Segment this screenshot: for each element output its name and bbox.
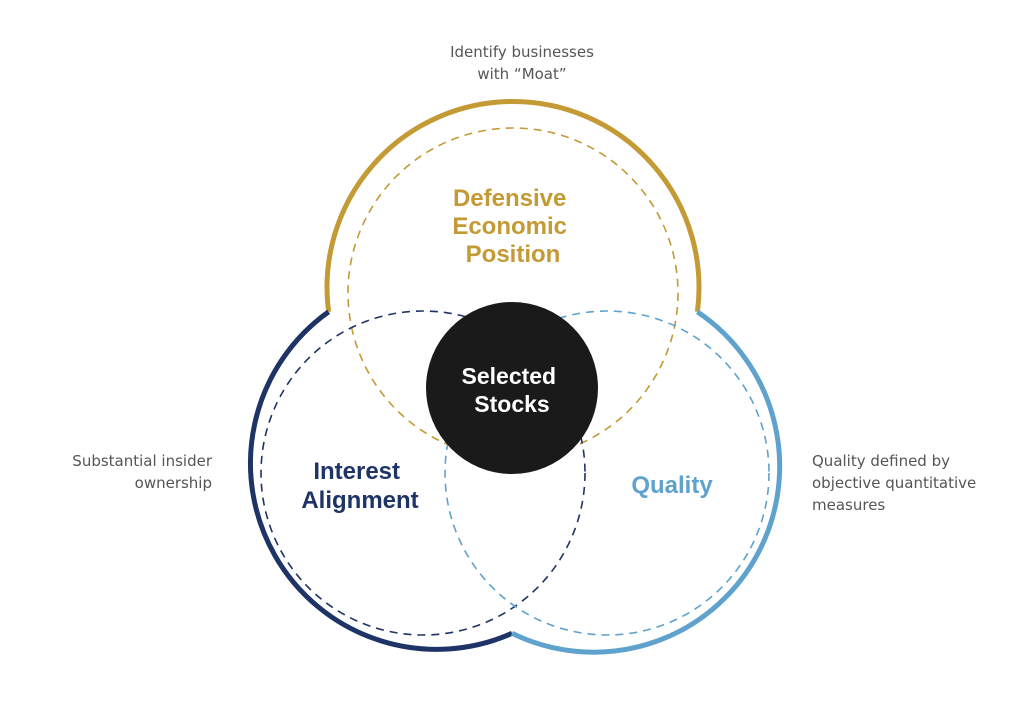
quality-annotation: Quality defined by objective quantitativ… — [812, 450, 1012, 516]
quality-label: Quality — [631, 472, 713, 499]
selected-stocks-line-2: Stocks — [474, 391, 549, 417]
quality-dashed-circle — [444, 310, 770, 636]
quality-label-line-1: Quality — [631, 472, 713, 499]
defensive-label-line-2: Economic — [452, 213, 567, 240]
quality-outer-arc — [510, 309, 783, 655]
defensive-label-line-1: Defensive — [453, 185, 566, 212]
defensive-annotation-line-1: Identify businesses — [450, 43, 594, 61]
interest-annotation: Substantial insider ownership — [22, 450, 212, 494]
interest-annotation-line-1: Substantial insider — [72, 452, 212, 470]
defensive-annotation: Identify businesses with “Moat” — [412, 41, 632, 85]
selected-stocks-label: Selected Stocks — [462, 363, 563, 417]
defensive-annotation-line-2: with “Moat” — [477, 65, 567, 83]
defensive-label-line-3: Position — [466, 241, 561, 268]
interest-outer-arc — [247, 309, 514, 652]
quality-annotation-line-1: Quality defined by — [812, 452, 950, 470]
quality-annotation-line-2: objective quantitative — [812, 474, 977, 492]
defensive-outer-arc — [324, 98, 702, 313]
selected-stocks-circle — [426, 302, 598, 474]
interest-label: Interest Alignment — [301, 458, 418, 514]
interest-annotation-line-2: ownership — [134, 474, 212, 492]
quality-annotation-line-3: measures — [812, 496, 886, 514]
interest-label-line-1: Interest — [313, 458, 400, 485]
selected-stocks-line-1: Selected — [462, 363, 557, 389]
defensive-label: Defensive Economic Position — [452, 185, 573, 268]
interest-label-line-2: Alignment — [301, 487, 418, 514]
interest-dashed-circle — [260, 310, 586, 636]
